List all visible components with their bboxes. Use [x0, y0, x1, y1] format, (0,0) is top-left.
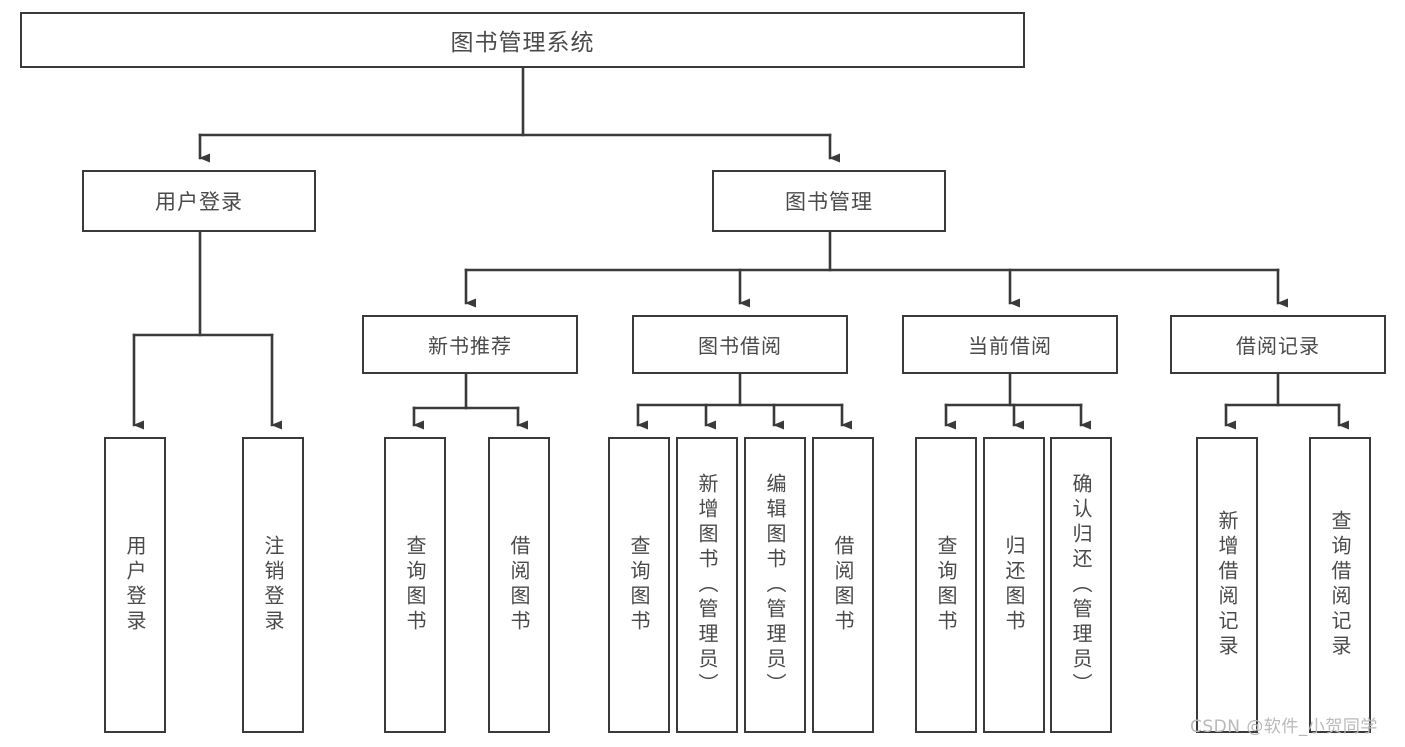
node-leaf-user-logout[interactable]: 注销登录 [242, 437, 304, 733]
node-user-login-label: 用户登录 [155, 190, 243, 214]
node-leaf-borrow-book-1-label: 借阅图书 [507, 535, 531, 635]
node-current-borrow[interactable]: 当前借阅 [902, 315, 1118, 374]
node-user-login[interactable]: 用户登录 [82, 170, 316, 232]
node-leaf-borrow-book-1[interactable]: 借阅图书 [488, 437, 550, 733]
node-book-borrow[interactable]: 图书借阅 [632, 315, 848, 374]
node-leaf-user-login-label: 用户登录 [123, 535, 147, 635]
node-leaf-add-book[interactable]: 新增图书（管理员） [676, 437, 738, 733]
node-root-label: 图书管理系统 [450, 30, 595, 56]
node-leaf-add-record-label: 新增借阅记录 [1215, 510, 1239, 660]
node-leaf-edit-book[interactable]: 编辑图书（管理员） [744, 437, 806, 733]
node-book-manage-label: 图书管理 [785, 190, 873, 214]
node-book-manage[interactable]: 图书管理 [712, 170, 946, 232]
node-leaf-edit-book-label: 编辑图书（管理员） [763, 472, 787, 698]
node-leaf-query-book-1[interactable]: 查询图书 [384, 437, 446, 733]
node-leaf-user-logout-label: 注销登录 [261, 535, 285, 635]
node-leaf-borrow-book-2-label: 借阅图书 [831, 535, 855, 635]
node-leaf-query-book-2-label: 查询图书 [627, 535, 651, 635]
node-leaf-return-book-label: 归还图书 [1002, 535, 1026, 635]
node-leaf-user-login[interactable]: 用户登录 [104, 437, 166, 733]
node-leaf-query-record[interactable]: 查询借阅记录 [1309, 437, 1371, 733]
node-leaf-return-book[interactable]: 归还图书 [983, 437, 1045, 733]
node-book-borrow-label: 图书借阅 [698, 334, 782, 358]
node-leaf-query-book-3-label: 查询图书 [934, 535, 958, 635]
node-leaf-query-book-2[interactable]: 查询图书 [608, 437, 670, 733]
node-leaf-query-record-label: 查询借阅记录 [1328, 510, 1352, 660]
node-current-borrow-label: 当前借阅 [968, 334, 1052, 358]
node-leaf-add-book-label: 新增图书（管理员） [695, 472, 719, 698]
node-leaf-confirm-return[interactable]: 确认归还（管理员） [1050, 437, 1112, 733]
node-new-book-recommend-label: 新书推荐 [428, 334, 512, 358]
node-root[interactable]: 图书管理系统 [20, 12, 1025, 68]
csdn-watermark: CSDN @软件_小贺同学 [1190, 717, 1378, 737]
node-borrow-record[interactable]: 借阅记录 [1170, 315, 1386, 374]
node-leaf-borrow-book-2[interactable]: 借阅图书 [812, 437, 874, 733]
node-leaf-query-book-3[interactable]: 查询图书 [915, 437, 977, 733]
node-leaf-query-book-1-label: 查询图书 [403, 535, 427, 635]
node-leaf-add-record[interactable]: 新增借阅记录 [1196, 437, 1258, 733]
node-new-book-recommend[interactable]: 新书推荐 [362, 315, 578, 374]
node-borrow-record-label: 借阅记录 [1236, 334, 1320, 358]
node-leaf-confirm-return-label: 确认归还（管理员） [1069, 472, 1093, 698]
